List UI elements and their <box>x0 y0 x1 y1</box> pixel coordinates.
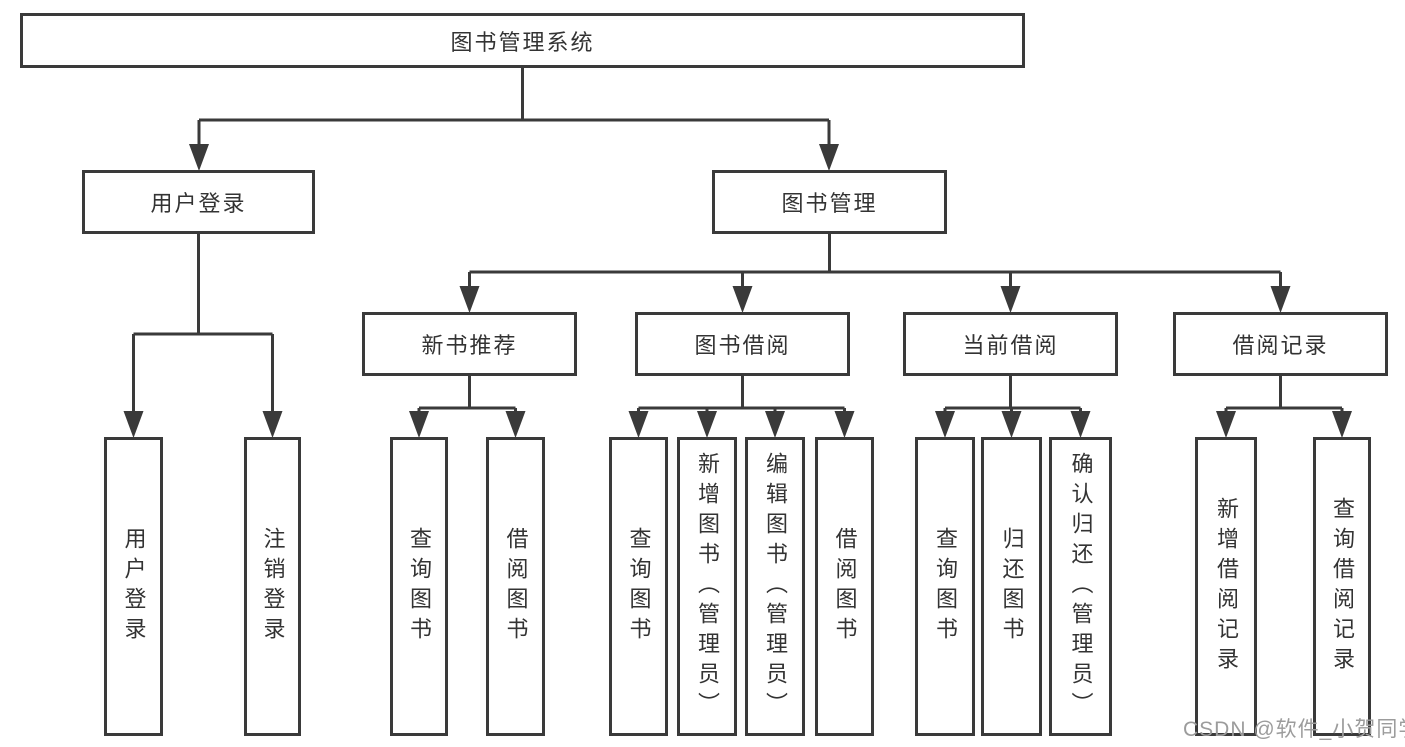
node-label: 图书借阅 <box>694 333 791 358</box>
leaf-edit-book-admin: 编辑图书（管理员） <box>745 437 805 736</box>
leaf-add-borrow-record: 新增借阅记录 <box>1195 437 1257 736</box>
leaf-label: 查询图书 <box>933 526 958 647</box>
leaf-label: 借阅图书 <box>503 526 529 647</box>
node-borrow-records: 借阅记录 <box>1173 312 1388 376</box>
node-library-management-system: 图书管理系统 <box>20 13 1025 68</box>
node-user-login: 用户登录 <box>82 170 315 234</box>
leaf-borrow-books-recommend: 借阅图书 <box>486 437 545 736</box>
leaf-label: 归还图书 <box>999 526 1025 647</box>
node-label: 新书推荐 <box>421 333 518 358</box>
node-label: 借阅记录 <box>1232 333 1329 358</box>
leaf-query-books-current: 查询图书 <box>915 437 975 736</box>
leaf-query-borrow-record: 查询借阅记录 <box>1313 437 1371 736</box>
leaf-logout: 注销登录 <box>244 437 301 736</box>
leaf-label: 注销登录 <box>260 526 286 647</box>
leaf-label: 查询图书 <box>407 526 432 647</box>
leaf-label: 确认归还（管理员） <box>1068 451 1094 722</box>
node-label: 图书管理 <box>781 191 878 216</box>
arrowhead-icon <box>459 286 1291 313</box>
node-label: 用户登录 <box>150 191 247 216</box>
arrowhead-icon <box>189 144 839 171</box>
leaf-user-login: 用户登录 <box>104 437 163 736</box>
leaf-label: 借阅图书 <box>832 526 858 647</box>
node-label: 图书管理系统 <box>450 29 595 55</box>
node-current-borrowing: 当前借阅 <box>903 312 1118 376</box>
leaf-label: 编辑图书（管理员） <box>763 451 788 722</box>
leaf-label: 用户登录 <box>121 526 147 647</box>
watermark: CSDN @软件_小贺同学 <box>1183 718 1405 741</box>
node-label: 当前借阅 <box>962 333 1059 358</box>
leaf-query-books-borrowing: 查询图书 <box>609 437 668 736</box>
node-book-management: 图书管理 <box>712 170 947 234</box>
leaf-borrow-books: 借阅图书 <box>815 437 874 736</box>
leaf-confirm-return-admin: 确认归还（管理员） <box>1049 437 1112 736</box>
leaf-label: 查询借阅记录 <box>1330 496 1355 677</box>
leaf-return-book: 归还图书 <box>981 437 1042 736</box>
leaf-label: 查询图书 <box>626 526 652 647</box>
leaf-label: 新增借阅记录 <box>1214 496 1239 677</box>
node-new-book-recommend: 新书推荐 <box>362 312 577 376</box>
leaf-query-books-recommend: 查询图书 <box>390 437 448 736</box>
arrowhead-icon <box>123 411 1352 438</box>
leaf-label: 新增图书（管理员） <box>695 451 720 722</box>
leaf-add-book-admin: 新增图书（管理员） <box>677 437 737 736</box>
node-book-borrowing: 图书借阅 <box>635 312 850 376</box>
